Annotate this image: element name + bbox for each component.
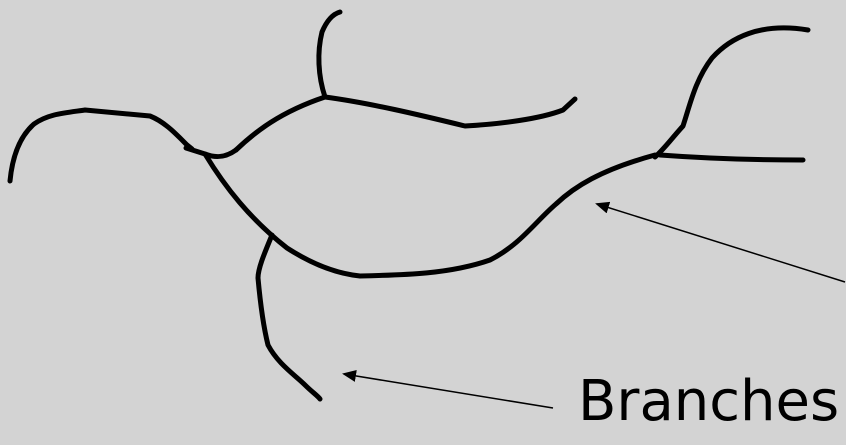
upper-stem [319,12,340,97]
right-tail [660,155,803,160]
junction-knot [186,148,236,157]
main-trunk [205,154,655,276]
pointer-arrow-upper [597,204,845,282]
upper-branch [236,97,575,150]
branches-label: Branches [578,374,839,430]
left-arch-stroke [10,110,192,181]
right-upper-curl [655,28,808,157]
pointer-arrow-lower [344,374,553,408]
